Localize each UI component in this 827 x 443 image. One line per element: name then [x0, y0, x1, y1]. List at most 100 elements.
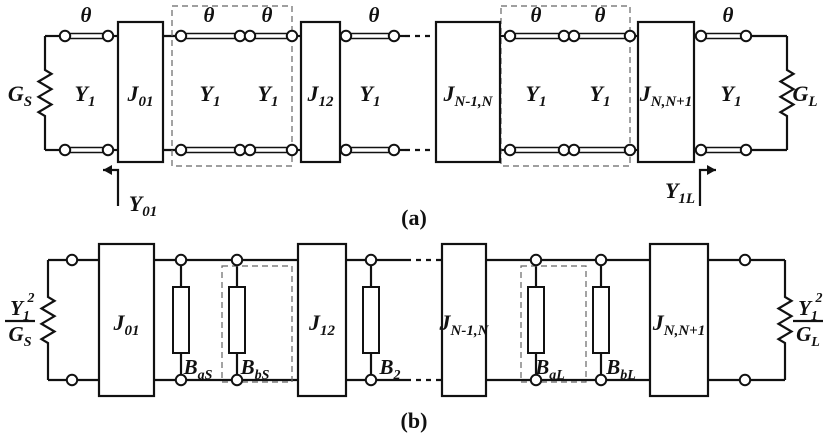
b-susceptance-label-0-sub: aS	[198, 368, 213, 383]
b-susceptance-label-4-sub: bL	[620, 368, 636, 383]
a-inverter-label-3: JN,N+1	[639, 81, 692, 110]
b-terminal-top-2	[230, 253, 244, 267]
b-susceptance-label-2-sub: 2	[393, 368, 401, 383]
b-susceptance-label-1: BbS	[240, 355, 270, 383]
b-section-group-left	[221, 265, 293, 383]
b-terminal-bottom-0	[65, 373, 79, 387]
b-inverter-box-1	[296, 242, 348, 398]
a-theta-label-5: θ	[595, 3, 606, 27]
b-susceptance-label-3-main: B	[534, 355, 549, 379]
b-susceptance-label-1-sub: bS	[255, 368, 270, 383]
b-susceptance-label-0-main: B	[183, 355, 198, 379]
b-terminal-top-5	[594, 253, 608, 267]
b-susceptance-label-1-main: B	[240, 355, 255, 379]
b-terminal-bottom-4	[529, 373, 543, 387]
a-terminal-bottom-7	[387, 143, 401, 157]
a-terminal-bottom-4	[243, 143, 257, 157]
a-terminal-top-9	[557, 29, 571, 43]
b-terminal-bottom-1	[174, 373, 188, 387]
b-caption: (b)	[401, 408, 428, 433]
b-susceptance-2	[362, 286, 380, 354]
a-output-admittance-arrow	[698, 168, 716, 206]
b-terminal-top-0	[65, 253, 79, 267]
a-line-admittance-label-4: Y1	[526, 81, 547, 110]
a-terminal-top-12	[694, 29, 708, 43]
b-inverter-label-0: J01	[113, 310, 140, 339]
b-source-label-denominator-sub: S	[24, 335, 32, 350]
a-inverter-label-2-sub: N-1,N	[454, 94, 494, 110]
a-terminal-bottom-3	[233, 143, 247, 157]
b-source-label-denominator: GS	[9, 322, 32, 350]
a-theta-label-6: θ	[723, 3, 734, 27]
b-inverter-label-3-main: J	[652, 310, 665, 335]
b-susceptance-label-3-sub: aL	[549, 368, 565, 383]
a-caption: (a)	[401, 205, 427, 230]
b-source-label-numerator-sup: 2	[27, 291, 35, 306]
a-line-admittance-label-6-main: Y	[721, 81, 737, 106]
b-susceptance-label-4: BbL	[605, 355, 636, 383]
a-inverter-label-0-main: J	[127, 81, 140, 106]
a-terminal-top-6	[339, 29, 353, 43]
a-line-admittance-label-4-main: Y	[526, 81, 542, 106]
b-susceptance-label-2: B2	[378, 355, 400, 383]
components	[97, 5, 710, 398]
a-terminal-top-8	[503, 29, 517, 43]
a-inverter-label-1: J12	[307, 81, 335, 110]
a-inverter-label-2: JN-1,N	[443, 81, 494, 110]
a-terminal-top-3	[233, 29, 247, 43]
a-inverter-label-1-sub: 12	[319, 94, 335, 110]
a-input-admittance-label-sub: 01	[142, 204, 157, 220]
a-terminal-bottom-0	[58, 143, 72, 157]
a-terminal-top-4	[243, 29, 257, 43]
b-terminal-top-1	[174, 253, 188, 267]
b-load-label-denominator: GL	[796, 322, 820, 350]
a-line-admittance-label-0: Y1	[75, 81, 96, 110]
a-inverter-label-1-main: J	[307, 81, 320, 106]
a-terminal-bottom-8	[503, 143, 517, 157]
b-inverter-label-0-sub: 01	[125, 323, 140, 339]
a-terminal-bottom-9	[557, 143, 571, 157]
b-terminal-bottom-2	[230, 373, 244, 387]
b-inverter-label-2-sub: N-1,N	[450, 323, 490, 339]
b-load-label-denominator-main: G	[796, 322, 811, 346]
b-source-resistor	[39, 295, 57, 345]
a-terminal-top-0	[58, 29, 72, 43]
a-line-admittance-label-2-main: Y	[258, 81, 274, 106]
a-inverter-box-3	[636, 20, 696, 164]
a-line-admittance-label-4-sub: 1	[539, 94, 547, 110]
a-line-admittance-label-2-sub: 1	[271, 94, 279, 110]
b-load-label-numerator: Y1	[798, 296, 818, 324]
a-terminal-top-5	[285, 29, 299, 43]
a-output-admittance-label-sub: 1L	[678, 191, 695, 207]
b-terminal-top-3	[364, 253, 378, 267]
b-inverter-box-2	[440, 242, 488, 398]
a-input-admittance-arrow	[103, 168, 120, 206]
b-section-group-right	[520, 265, 587, 383]
a-section-group-left	[171, 5, 293, 167]
b-source-label-numerator-main: Y	[10, 296, 25, 320]
a-terminal-top-2	[174, 29, 188, 43]
b-load-label-denominator-sub: L	[810, 335, 820, 350]
a-terminal-top-13	[739, 29, 753, 43]
a-load-label-sub: L	[807, 94, 817, 110]
b-load-label-numerator-sub: 1	[811, 309, 818, 324]
a-theta-label-3: θ	[369, 3, 380, 27]
a-load-label-main: G	[792, 81, 808, 106]
a-terminal-bottom-5	[285, 143, 299, 157]
a-line-admittance-label-1-main: Y	[200, 81, 216, 106]
b-load-label-numerator-main: Y	[798, 296, 813, 320]
a-source-label-main: G	[8, 81, 24, 106]
a-terminal-bottom-11	[623, 143, 637, 157]
a-theta-label-2: θ	[262, 3, 273, 27]
a-line-admittance-label-6: Y1	[721, 81, 742, 110]
b-terminal-bottom-5	[594, 373, 608, 387]
a-line-admittance-label-5-sub: 1	[603, 94, 611, 110]
a-theta-label-0: θ	[81, 3, 92, 27]
b-susceptance-label-3: BaL	[534, 355, 565, 383]
a-source-label: GS	[8, 81, 32, 110]
a-line-admittance-label-0-sub: 1	[88, 94, 96, 110]
a-inverter-box-1	[299, 20, 342, 164]
a-terminal-top-1	[101, 29, 115, 43]
b-inverter-label-0-main: J	[113, 310, 126, 335]
